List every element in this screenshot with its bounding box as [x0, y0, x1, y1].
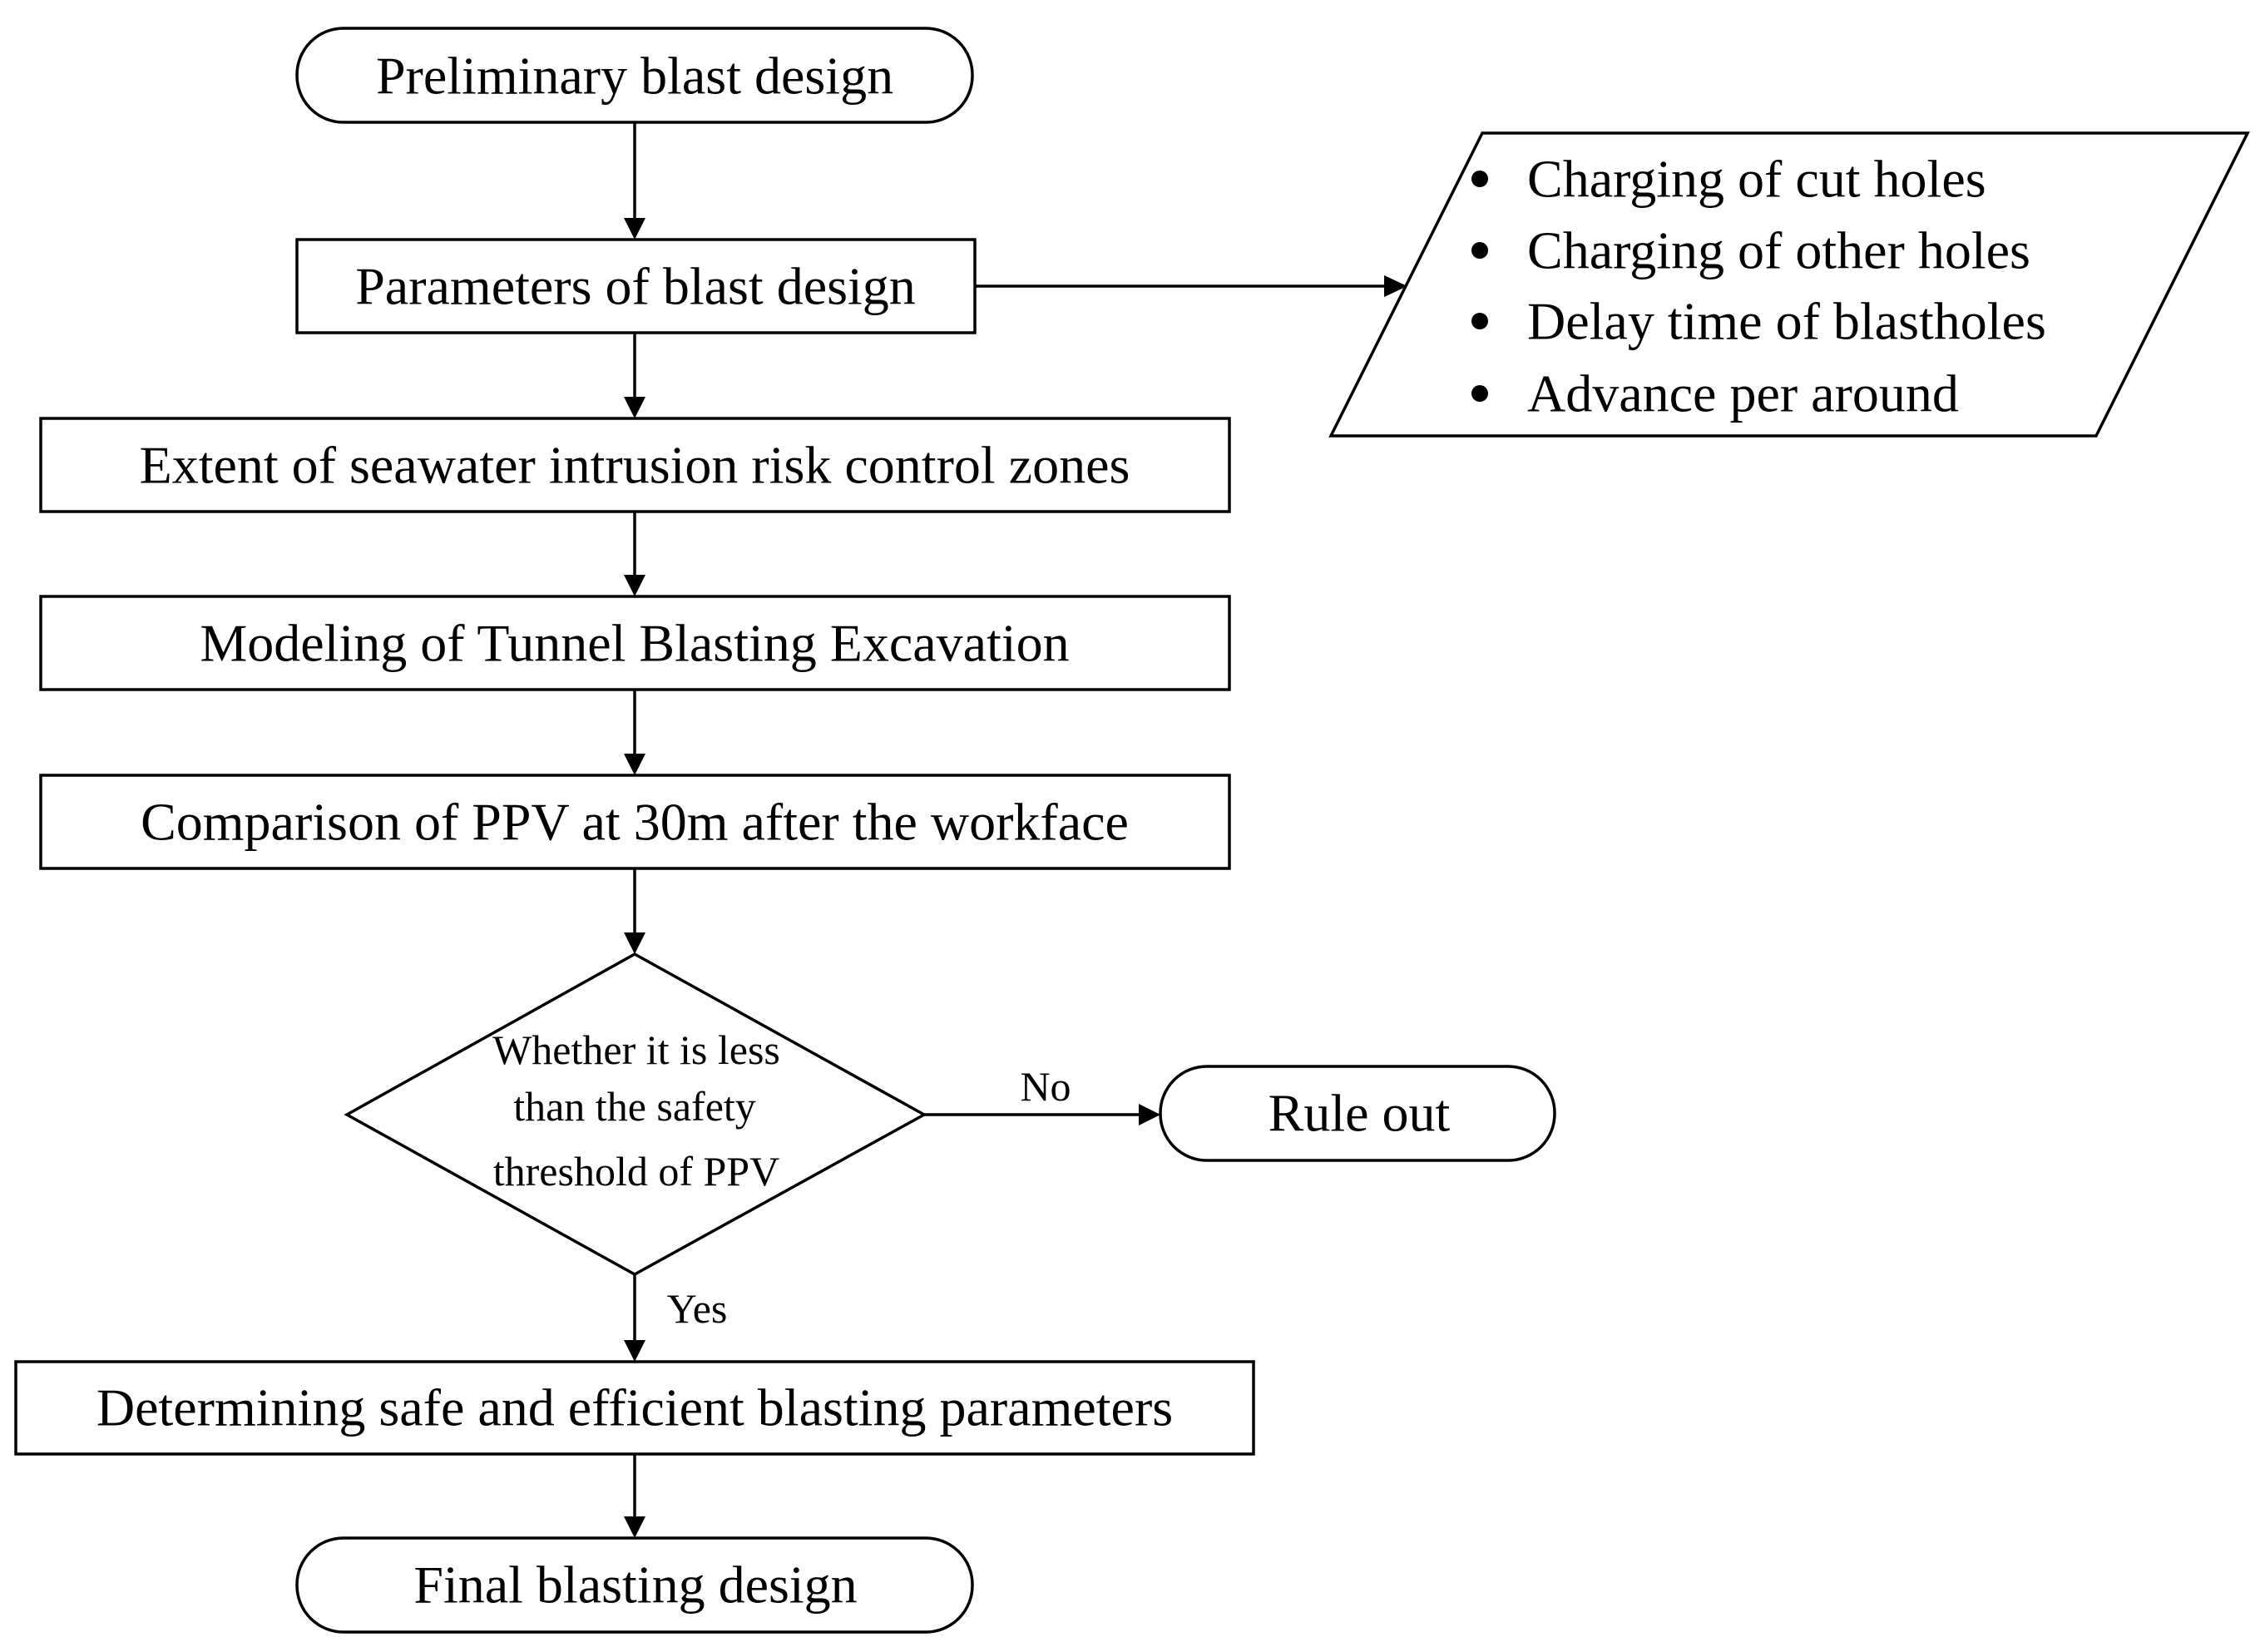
bullet-icon — [1471, 242, 1488, 259]
bullet-icon — [1471, 313, 1488, 329]
arrowhead — [624, 218, 645, 240]
arrowhead — [1139, 1104, 1160, 1125]
node-rule-out-label: Rule out — [1268, 1084, 1451, 1143]
node-final: Final blasting design — [295, 1536, 974, 1634]
node-modeling-label: Modeling of Tunnel Blasting Excavation — [200, 614, 1069, 673]
arrowhead — [624, 932, 645, 954]
arrowhead — [624, 397, 645, 418]
decision-diamond-shape — [344, 952, 927, 1277]
node-modeling: Modeling of Tunnel Blasting Excavation — [39, 595, 1231, 691]
parameter-list-item: Advance per around — [1471, 364, 1959, 423]
node-determine: Determining safe and efficient blasting … — [14, 1360, 1255, 1456]
process-shape — [14, 1360, 1255, 1456]
parameter-list-item-label: Delay time of blastholes — [1527, 292, 2046, 351]
parameter-list-item-label: Charging of other holes — [1527, 221, 2030, 280]
parameter-list-item-label: Charging of cut holes — [1527, 150, 1986, 209]
parameter-list-item-label: Advance per around — [1527, 364, 1959, 423]
node-comparison: Comparison of PPV at 30m after the workf… — [39, 774, 1231, 870]
arrowhead — [624, 754, 645, 775]
process-shape — [39, 417, 1231, 513]
node-determine-label: Determining safe and efficient blasting … — [96, 1378, 1173, 1437]
parameter-list-item: Delay time of blastholes — [1471, 292, 2046, 351]
node-params-label: Parameters of blast design — [355, 257, 916, 316]
parameter-list-item: Charging of cut holes — [1471, 150, 1986, 209]
arrowhead — [624, 575, 645, 596]
bullet-icon — [1471, 171, 1488, 187]
node-start: Preliminary blast design — [295, 27, 974, 124]
node-final-label: Final blasting design — [413, 1556, 857, 1615]
node-extent: Extent of seawater intrusion risk contro… — [39, 417, 1231, 513]
node-params: Parameters of blast design — [295, 238, 977, 334]
arrowhead — [624, 1516, 645, 1538]
node-decision-label-line: Whether it is less — [492, 1026, 780, 1073]
edge-label-yes: Yes — [667, 1285, 728, 1332]
node-decision-label-line: than the safety — [513, 1083, 756, 1130]
node-decision: Whether it is less than the safety thres… — [344, 952, 927, 1277]
arrowhead — [624, 1340, 645, 1362]
terminator-shape — [295, 27, 974, 124]
node-start-label: Preliminary blast design — [376, 47, 893, 106]
arrowhead — [1384, 275, 1407, 297]
edge-label-no: No — [1020, 1063, 1071, 1110]
node-parameter-list: Charging of cut holes Charging of other … — [1328, 131, 2250, 438]
node-rule-out: Rule out — [1159, 1065, 1556, 1162]
process-shape — [295, 238, 977, 334]
edges — [624, 122, 1407, 1538]
process-shape — [39, 774, 1231, 870]
terminator-shape — [295, 1536, 974, 1634]
data-parallelogram-shape — [1328, 131, 2250, 438]
bullet-icon — [1471, 385, 1488, 402]
parameter-list-item: Charging of other holes — [1471, 221, 2030, 280]
process-shape — [39, 595, 1231, 691]
node-comparison-label: Comparison of PPV at 30m after the workf… — [141, 793, 1129, 852]
node-decision-label-line: threshold of PPV — [493, 1148, 779, 1194]
terminator-shape — [1159, 1065, 1556, 1162]
node-extent-label: Extent of seawater intrusion risk contro… — [140, 436, 1130, 495]
